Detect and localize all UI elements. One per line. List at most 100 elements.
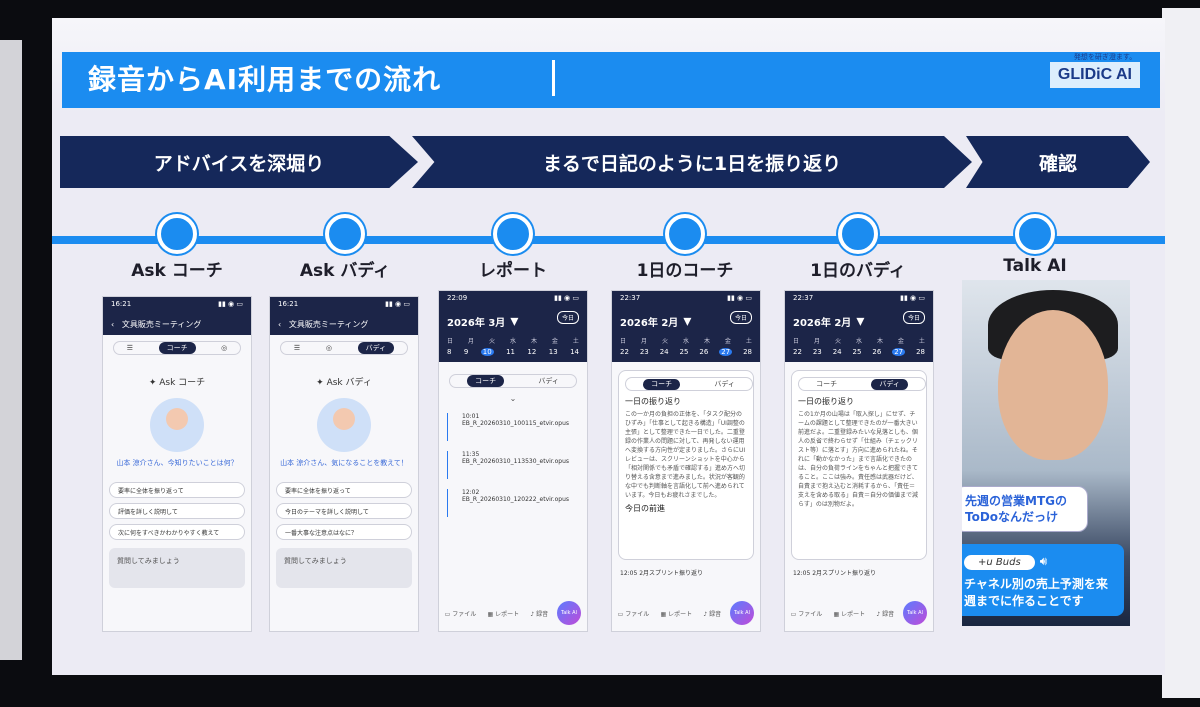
month-label[interactable]: 2026年 3月	[447, 318, 506, 329]
tab-file[interactable]: ▭ ファイル	[790, 610, 823, 618]
ai-response-text: チャネル別の売上予測を来週までに作ることです	[964, 577, 1108, 608]
tab-file[interactable]: ▭ ファイル	[444, 610, 477, 618]
signal-icon: ▮▮ ◉ ▭	[554, 294, 579, 302]
photo-person-face	[998, 310, 1108, 460]
suggestion-chip[interactable]: 今日のテーマを詳しく説明して	[276, 503, 412, 519]
step-label: レポート	[479, 261, 547, 281]
talk-ai-button[interactable]: Talk AI	[903, 601, 927, 625]
mode-segment[interactable]: コーチ バディ	[798, 377, 926, 391]
today-button[interactable]: 今日	[902, 311, 925, 324]
mic-icon: ♪	[530, 610, 535, 618]
month-label[interactable]: 2026年 2月	[620, 318, 679, 329]
nav-row: ‹ 文具販売ミーティング	[103, 313, 251, 335]
recording-item[interactable]: 10:01 EB_R_20260310_100115_etvir.opus	[447, 413, 579, 441]
mode-title-text: Ask コーチ	[159, 378, 206, 388]
avatar	[317, 398, 371, 452]
card-title: 一日の振り返り	[625, 397, 681, 406]
timeline-node	[325, 214, 365, 254]
mode-title: ✦ Ask バディ	[270, 375, 418, 388]
tab-file[interactable]: ▭ ファイル	[617, 610, 650, 618]
today-button[interactable]: 今日	[556, 311, 579, 324]
timeline-line	[52, 236, 1165, 244]
seg-buddy[interactable]: バディ	[357, 342, 395, 354]
talk-ai-button[interactable]: Talk AI	[730, 601, 754, 625]
mode-segment[interactable]: ☰ コーチ ◎	[113, 341, 241, 355]
folder-icon: ▭	[444, 610, 451, 618]
suggestion-chip[interactable]: 一番大事な注意点はなに？	[276, 524, 412, 540]
calendar-icon: ▦	[833, 610, 840, 618]
tab-record[interactable]: ♪ 録音	[876, 610, 895, 618]
status-time: 16:21	[111, 300, 132, 308]
question-input[interactable]: 質問してみましょう	[109, 548, 245, 588]
sound-icon: 🔊︎	[1039, 554, 1048, 568]
weekday-row: 日月火水木金土	[620, 338, 752, 345]
menu-icon[interactable]: ☰	[126, 344, 134, 352]
suggestion-chip[interactable]: 評価を詳しく説明して	[109, 503, 245, 519]
status-time: 22:37	[620, 294, 641, 302]
seg-coach[interactable]: コーチ	[816, 379, 838, 388]
recording-item[interactable]: 12:02 EB_R_20260310_120222_etvir.opus	[447, 489, 579, 517]
month-label[interactable]: 2026年 2月	[793, 318, 852, 329]
footer-recording[interactable]: 12:05 2月スプリント振り返り	[620, 570, 704, 577]
seg-coach[interactable]: コーチ	[467, 375, 505, 387]
status-bar: 22:09 ▮▮ ◉ ▭	[439, 291, 587, 307]
tab-report[interactable]: ▦ レポート	[833, 610, 866, 618]
chevron-down-icon[interactable]: ⌄	[509, 394, 517, 403]
adjacent-screen-left	[0, 40, 22, 660]
sparkle-icon: ✦	[148, 378, 157, 388]
rec-time: 11:35	[462, 451, 480, 458]
tab-bar: ▭ ファイル ▦ レポート ♪ 録音	[439, 599, 587, 627]
back-chevron-icon[interactable]: ‹	[111, 319, 115, 329]
phone-ask-coach: 16:21 ▮▮ ◉ ▭ ‹ 文具販売ミーティング ☰ コーチ ◎ ✦ Ask コーチ…	[102, 296, 252, 632]
greeting: 山本 涼介さん、気になることを教えて！	[280, 459, 408, 467]
step-label: Ask バディ	[299, 261, 391, 281]
tab-report[interactable]: ▦ レポート	[487, 610, 520, 618]
dropdown-icon[interactable]: ▾	[856, 311, 865, 330]
tab-record[interactable]: ♪ 録音	[530, 610, 549, 618]
menu-icon[interactable]: ☰	[293, 344, 301, 352]
text-cursor	[552, 60, 555, 96]
seg-coach[interactable]: コーチ	[158, 342, 196, 354]
phone-header: 16:21 ▮▮ ◉ ▭ ‹ 文具販売ミーティング	[103, 297, 251, 335]
signal-icon: ▮▮ ◉ ▭	[900, 294, 925, 302]
dot-icon[interactable]: ◎	[221, 344, 228, 352]
mode-title: ✦ Ask コーチ	[103, 375, 251, 388]
phase-deep-dive: アドバイスを深堀り	[60, 136, 418, 188]
tab-record[interactable]: ♪ 録音	[703, 610, 722, 618]
dropdown-icon[interactable]: ▾	[683, 311, 692, 330]
seg-buddy[interactable]: バディ	[871, 378, 908, 390]
tab-report[interactable]: ▦ レポート	[660, 610, 693, 618]
today-button[interactable]: 今日	[729, 311, 752, 324]
footer-recording[interactable]: 12:05 2月スプリント振り返り	[793, 570, 877, 577]
weekday-row: 日月火水木金土	[793, 338, 925, 345]
suggestion-chip[interactable]: 要率に全体を振り返って	[109, 482, 245, 498]
seg-buddy[interactable]: バディ	[538, 377, 559, 385]
talk-ai-button[interactable]: Talk AI	[557, 601, 581, 625]
mode-segment[interactable]: コーチ バディ	[449, 374, 577, 388]
seg-buddy[interactable]: バディ	[714, 379, 735, 388]
back-chevron-icon[interactable]: ‹	[278, 319, 282, 329]
suggestion-chip[interactable]: 要率に全体を振り返って	[276, 482, 412, 498]
question-input[interactable]: 質問してみましょう	[276, 548, 412, 588]
status-time: 16:21	[278, 300, 299, 308]
title-area: 録音からAI利用までの流れ 発想を研ぎ澄ます。 GLIDiC AI	[52, 18, 1165, 114]
suggestion-chip[interactable]: 次に何をすべきかわかりやすく教えて	[109, 524, 245, 540]
phone-header: 16:21▮▮ ◉ ▭ ‹ 文具販売ミーティング	[270, 297, 418, 335]
dropdown-icon[interactable]: ▾	[510, 311, 519, 330]
mode-segment[interactable]: コーチ バディ	[625, 377, 753, 391]
recording-item[interactable]: 11:35 EB_R_20260310_113530_etvir.opus	[447, 451, 579, 479]
signal-icon: ▮▮ ◉ ▭	[218, 300, 243, 308]
seg-coach[interactable]: コーチ	[643, 378, 681, 390]
rec-time: 12:02	[462, 489, 480, 496]
dot-icon[interactable]: ◎	[325, 344, 332, 352]
status-time: 22:09	[447, 294, 468, 302]
mode-segment[interactable]: ☰ ◎ バディ	[280, 341, 408, 355]
reflection-card: コーチバディ 一日の振り返り この一か月の負担の正体を、「タスク配分のひずみ」「…	[618, 370, 754, 560]
tab-bar: ▭ ファイル ▦ レポート ♪ 録音	[612, 599, 760, 627]
